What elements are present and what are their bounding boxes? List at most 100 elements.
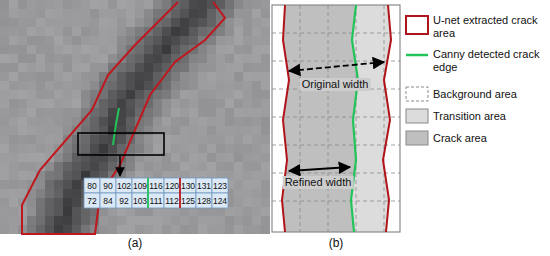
image-pixel xyxy=(18,90,27,99)
image-pixel xyxy=(99,117,108,126)
image-pixel xyxy=(81,18,90,27)
image-pixel xyxy=(0,162,9,171)
image-pixel xyxy=(189,135,198,144)
image-pixel xyxy=(9,54,18,63)
sample-window xyxy=(78,133,164,155)
table-cell xyxy=(196,193,212,208)
image-pixel xyxy=(171,27,180,36)
image-pixel xyxy=(0,36,9,45)
image-pixel xyxy=(63,216,72,225)
image-pixel xyxy=(243,81,252,90)
image-pixel xyxy=(261,63,270,72)
image-pixel xyxy=(54,135,63,144)
image-pixel xyxy=(54,54,63,63)
image-pixel xyxy=(72,45,81,54)
image-pixel xyxy=(63,144,72,153)
image-pixel xyxy=(243,9,252,18)
image-pixel xyxy=(0,207,9,216)
image-pixel xyxy=(189,9,198,18)
image-pixel xyxy=(162,90,171,99)
image-pixel xyxy=(81,54,90,63)
image-pixel xyxy=(27,99,36,108)
image-pixel xyxy=(216,63,225,72)
image-pixel xyxy=(63,9,72,18)
image-pixel xyxy=(135,99,144,108)
image-pixel xyxy=(72,225,81,234)
image-pixel xyxy=(171,216,180,225)
image-pixel xyxy=(153,9,162,18)
panel-caption: (a) xyxy=(128,236,143,250)
image-pixel xyxy=(198,81,207,90)
image-pixel xyxy=(9,117,18,126)
image-pixel xyxy=(225,27,234,36)
image-pixel xyxy=(54,189,63,198)
image-pixel xyxy=(216,54,225,63)
image-pixel xyxy=(18,54,27,63)
table-value: 125 xyxy=(180,194,196,208)
image-pixel xyxy=(0,27,9,36)
image-pixel xyxy=(9,135,18,144)
image-pixel xyxy=(108,27,117,36)
image-pixel xyxy=(243,99,252,108)
image-pixel xyxy=(9,81,18,90)
image-pixel xyxy=(54,207,63,216)
image-pixel xyxy=(63,171,72,180)
image-pixel xyxy=(252,162,261,171)
image-pixel xyxy=(117,9,126,18)
image-pixel xyxy=(189,126,198,135)
image-pixel xyxy=(18,180,27,189)
image-pixel xyxy=(162,162,171,171)
image-pixel xyxy=(180,63,189,72)
image-pixel xyxy=(198,90,207,99)
image-pixel xyxy=(126,225,135,234)
image-pixel xyxy=(126,99,135,108)
width-label: Refined width xyxy=(283,176,354,189)
schematic-ground xyxy=(272,5,400,232)
outline-swatch xyxy=(406,16,428,34)
image-pixel xyxy=(18,117,27,126)
image-pixel xyxy=(63,18,72,27)
image-pixel xyxy=(198,117,207,126)
image-pixel xyxy=(225,36,234,45)
grid-line xyxy=(356,5,357,232)
image-pixel xyxy=(27,9,36,18)
image-pixel xyxy=(36,27,45,36)
image-pixel xyxy=(252,72,261,81)
image-pixel xyxy=(117,36,126,45)
image-pixel xyxy=(171,81,180,90)
image-pixel xyxy=(99,18,108,27)
image-pixel xyxy=(171,9,180,18)
image-pixel xyxy=(45,216,54,225)
image-pixel xyxy=(54,153,63,162)
table-value: 131 xyxy=(196,179,212,193)
image-pixel xyxy=(0,153,9,162)
image-pixel xyxy=(189,216,198,225)
image-pixel xyxy=(0,45,9,54)
image-pixel xyxy=(99,225,108,234)
image-pixel xyxy=(225,153,234,162)
image-pixel xyxy=(144,108,153,117)
image-pixel xyxy=(261,126,270,135)
image-pixel xyxy=(135,9,144,18)
image-pixel xyxy=(180,126,189,135)
image-pixel xyxy=(243,198,252,207)
image-pixel xyxy=(81,162,90,171)
image-pixel xyxy=(171,108,180,117)
image-pixel xyxy=(18,153,27,162)
image-pixel xyxy=(243,108,252,117)
image-pixel xyxy=(261,171,270,180)
image-pixel xyxy=(225,90,234,99)
image-pixel xyxy=(189,117,198,126)
image-pixel xyxy=(252,45,261,54)
table-value: 128 xyxy=(196,194,212,208)
image-pixel xyxy=(243,135,252,144)
image-pixel xyxy=(180,27,189,36)
image-pixel xyxy=(180,0,189,9)
image-pixel xyxy=(99,135,108,144)
image-pixel xyxy=(261,90,270,99)
image-pixel xyxy=(126,0,135,9)
image-pixel xyxy=(153,108,162,117)
image-pixel xyxy=(198,144,207,153)
image-pixel xyxy=(234,18,243,27)
image-pixel xyxy=(189,72,198,81)
